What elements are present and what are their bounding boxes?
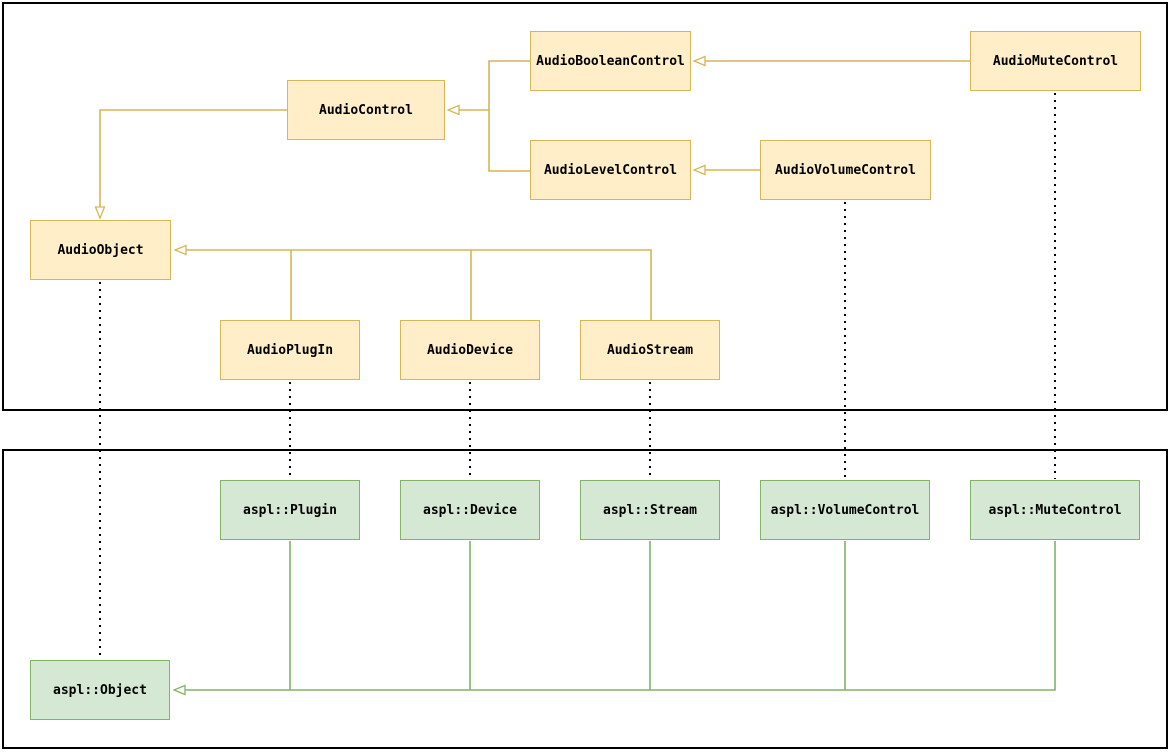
node-audio-level-control: AudioLevelControl — [530, 140, 691, 200]
edge-trunk-to-aspl-object — [174, 541, 1056, 690]
aspl-section-frame — [2, 449, 1168, 749]
node-audio-stream: AudioStream — [580, 320, 720, 380]
node-audio-plugin: AudioPlugIn — [220, 320, 360, 380]
node-audio-volume-control: AudioVolumeControl — [760, 140, 931, 200]
node-audio-control: AudioControl — [287, 80, 445, 140]
node-aspl-stream: aspl::Stream — [580, 480, 720, 540]
node-aspl-device: aspl::Device — [400, 480, 540, 540]
node-audio-mute-control: AudioMuteControl — [970, 31, 1141, 91]
edge-bracket-boolean-level-controls — [488, 60, 530, 172]
edge-audiocontrol-to-audioobject — [100, 109, 287, 218]
edge-trunk-to-audioobject — [175, 250, 652, 320]
node-aspl-object: aspl::Object — [30, 660, 170, 720]
coreaudio-section-frame — [2, 2, 1168, 411]
node-aspl-mute-control: aspl::MuteControl — [970, 480, 1140, 540]
node-audio-boolean-control: AudioBooleanControl — [530, 31, 691, 91]
node-audio-object: AudioObject — [30, 220, 171, 280]
node-aspl-volume-control: aspl::VolumeControl — [760, 480, 930, 540]
node-aspl-plugin: aspl::Plugin — [220, 480, 360, 540]
node-audio-device: AudioDevice — [400, 320, 540, 380]
